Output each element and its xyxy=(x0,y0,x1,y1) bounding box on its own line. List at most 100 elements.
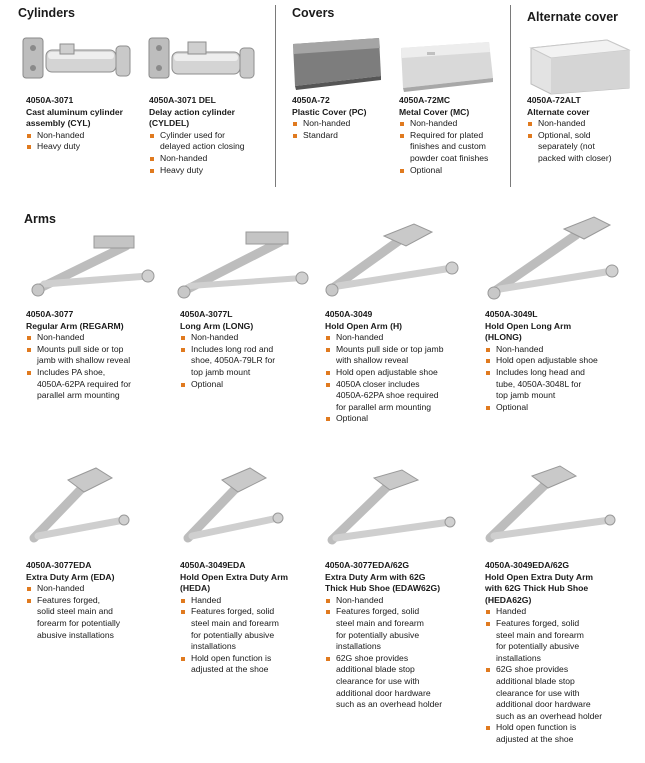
feature-line: Non-handed xyxy=(336,332,384,343)
feature-item: Optional xyxy=(485,402,635,414)
feature-line: Non-handed xyxy=(303,118,351,129)
feature-line: forearm for potentially xyxy=(37,617,121,628)
feature-line: installations xyxy=(336,641,381,652)
feature-item: Non-handed xyxy=(26,583,171,595)
product-name-line: (HLONG) xyxy=(485,332,522,343)
feature-line: for potentially abusive xyxy=(496,641,580,652)
regular-arm-image xyxy=(31,235,155,297)
product-name-line: Extra Duty Arm (EDA) xyxy=(26,571,115,582)
feature-line: additional blade stop xyxy=(496,675,575,686)
feature-line: steel main and forearm xyxy=(191,617,279,628)
product-code: 4050A-3049EDA/62G xyxy=(485,560,570,570)
feature-item: Non-handed xyxy=(399,118,509,130)
feature-line: Non-handed xyxy=(410,118,458,129)
product-name-line: Hold Open Extra Duty Arm xyxy=(485,571,594,582)
feature-line: steel main and forearm xyxy=(336,617,424,628)
feature-item: Optional xyxy=(399,165,509,177)
feature-line: Handed xyxy=(496,606,527,617)
feature-item: Hold open adjustable shoe xyxy=(485,355,635,367)
feature-line: Non-handed xyxy=(37,129,85,140)
feature-line: 4050A-62PA required for xyxy=(37,378,131,389)
product-code: 4050A-3049 xyxy=(325,309,373,319)
feature-line: parallel arm mounting xyxy=(37,390,120,401)
feature-line: Required for plated xyxy=(410,129,484,140)
feature-line: Mounts pull side or top xyxy=(37,343,124,354)
feature-line: additional door hardware xyxy=(336,687,431,698)
product-name-line: (HEDA) xyxy=(180,583,211,594)
feature-item: Non-handed xyxy=(325,595,475,607)
feature-line: with shallow reveal xyxy=(336,355,409,366)
feature-line: Non-handed xyxy=(37,332,85,343)
feature-item: Non-handed xyxy=(149,153,274,165)
feature-line: Standard xyxy=(303,129,338,140)
product-code: 4050A-72ALT xyxy=(527,95,581,105)
feature-item: Non-handed xyxy=(527,118,642,130)
product-name-line: with 62G Thick Hub Shoe xyxy=(485,583,589,594)
feature-item: Includes PA shoe,4050A-62PA required for… xyxy=(26,367,171,402)
alternate-cover-heading: Alternate cover xyxy=(527,10,619,24)
plastic-cover-image xyxy=(293,38,381,90)
feature-line: powder coat finishes xyxy=(410,152,489,163)
hold-open-extra-duty-arm-image xyxy=(183,467,284,543)
feature-line: packed with closer) xyxy=(538,152,612,163)
feature-item: Non-handed xyxy=(292,118,392,130)
feature-line: top jamb mount xyxy=(191,366,251,377)
long-arm-image xyxy=(177,231,309,299)
delay-cylinder-image xyxy=(148,37,255,79)
feature-line: adjusted at the shoe xyxy=(191,664,269,675)
feature-item: Heavy duty xyxy=(26,141,151,153)
feature-line: Mounts pull side or top jamb xyxy=(336,343,444,354)
product-code: 4050A-3071 xyxy=(26,95,74,105)
feature-line: Handed xyxy=(191,594,222,605)
feature-line: 4050A closer includes xyxy=(336,378,420,389)
feature-line: Non-handed xyxy=(538,118,586,129)
feature-line: Non-handed xyxy=(496,343,544,354)
product-code: 4050A-3077L xyxy=(180,309,233,319)
alternate-cover-image xyxy=(529,39,631,95)
feature-line: such as an overhead holder xyxy=(496,710,603,721)
product-code: 4050A-72 xyxy=(292,95,330,105)
product-name-line: Long Arm (LONG) xyxy=(180,320,254,331)
divider-covers-alternate xyxy=(510,5,511,187)
feature-line: Optional xyxy=(191,378,224,389)
product-name-line: Cast aluminum cylinder xyxy=(26,106,123,117)
feature-line: 62G shoe provides xyxy=(496,664,569,675)
feature-line: for parallel arm mounting xyxy=(336,401,432,412)
feature-line: Hold open function is xyxy=(496,722,577,733)
product-name-line: Hold Open Arm (H) xyxy=(325,320,403,331)
feature-line: shoe, 4050A-79LR for xyxy=(191,355,276,366)
feature-line: Hold open adjustable shoe xyxy=(496,355,598,366)
feature-line: separately (not xyxy=(538,141,595,152)
product-name-line: Metal Cover (MC) xyxy=(399,106,470,117)
product-name-line: Delay action cylinder xyxy=(149,106,235,117)
feature-line: Non-handed xyxy=(37,583,85,594)
product-name-line: Alternate cover xyxy=(527,106,590,117)
product-name-line: Extra Duty Arm with 62G xyxy=(325,571,426,582)
product-code: 4050A-3049EDA xyxy=(180,560,246,570)
feature-item: Hold open adjustable shoe xyxy=(325,367,475,379)
feature-line: additional blade stop xyxy=(336,664,415,675)
metal-cover-image xyxy=(401,42,493,92)
product-code: 4050A-3049L xyxy=(485,309,538,319)
feature-line: Features forged, solid xyxy=(496,617,580,628)
feature-line: delayed action closing xyxy=(160,141,245,152)
feature-line: Non-handed xyxy=(336,594,384,605)
feature-item: Optional xyxy=(325,413,475,425)
